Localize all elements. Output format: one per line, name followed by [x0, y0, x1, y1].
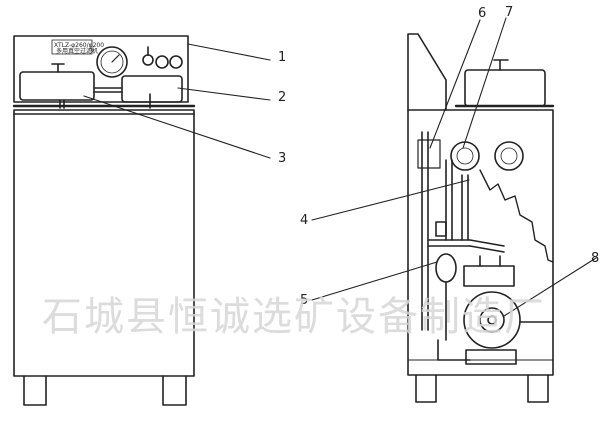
callout-2: 2 — [278, 90, 286, 105]
pressure-gauge-icon — [96, 46, 128, 78]
cabinet-outline — [407, 109, 554, 376]
gauge-left-icon — [450, 141, 480, 171]
callout-8: 8 — [591, 251, 599, 266]
cabinet-body — [13, 109, 195, 377]
callout-4: 4 — [300, 213, 308, 228]
callout-6: 6 — [478, 6, 486, 21]
callout-5: 5 — [300, 293, 308, 308]
vacuum-pump — [463, 291, 521, 349]
callout-3: 3 — [278, 151, 286, 166]
panel-model-text: XTLZ-φ260/φ200 — [54, 42, 104, 49]
right-leg — [162, 375, 187, 406]
filter-tank-right — [121, 75, 183, 103]
filter-tank-left — [19, 71, 95, 101]
panel-name-text: 多用真空过滤机 — [56, 47, 98, 55]
cutaway-view — [407, 33, 555, 403]
top-filter-tank — [464, 69, 546, 107]
valve-knob-icon — [142, 54, 154, 66]
callout-7: 7 — [505, 5, 513, 20]
callout-1: 1 — [278, 50, 286, 65]
watermark-text: 石城县恒诚选矿设备制造厂 — [42, 294, 546, 340]
gauge-right-icon — [494, 141, 524, 171]
front-view — [12, 35, 196, 406]
leader-lines — [83, 17, 597, 317]
left-leg — [23, 375, 47, 406]
separator-bowl — [435, 253, 457, 283]
